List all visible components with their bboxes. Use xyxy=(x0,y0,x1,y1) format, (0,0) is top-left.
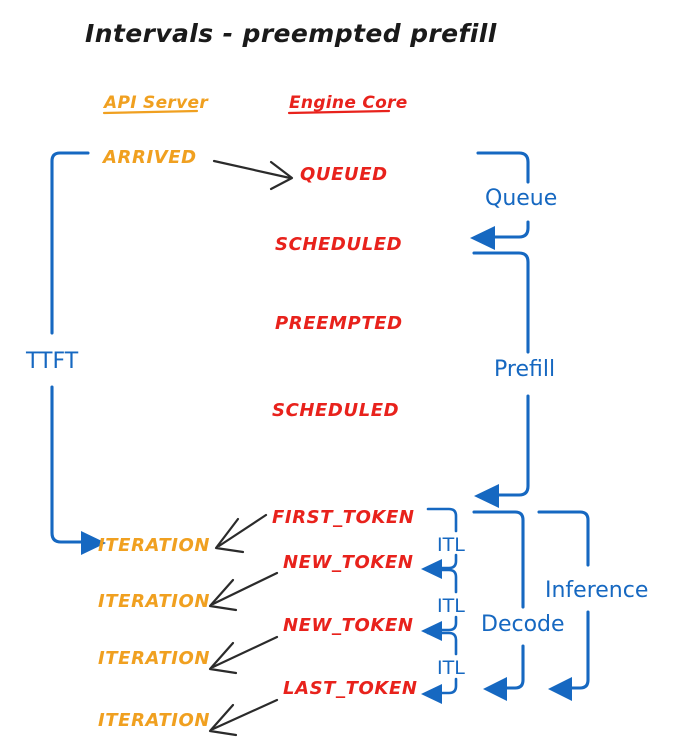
inference-arrow-head xyxy=(548,677,572,701)
event-scheduled-2: SCHEDULED xyxy=(272,400,399,421)
decode-arrow-head xyxy=(483,677,507,701)
event-queued: QUEUED xyxy=(300,164,388,185)
arrow-arrived-to-queued xyxy=(212,159,294,191)
arrow-first-token-to-iteration xyxy=(214,513,268,554)
ttft-arrow-head xyxy=(81,531,106,555)
bracket-ttft xyxy=(50,151,106,555)
event-iteration-2: ITERATION xyxy=(98,591,210,612)
bracket-inference xyxy=(537,510,590,701)
event-new-token-2: NEW_TOKEN xyxy=(283,615,414,636)
event-last-token: LAST_TOKEN xyxy=(283,678,418,699)
itl-2-arrow-head xyxy=(421,621,442,641)
bracket-itl-2 xyxy=(421,568,458,641)
arrow-new-token-2-to-iteration xyxy=(208,635,279,675)
page-title: Intervals - preempted prefill xyxy=(85,19,497,48)
prefill-arrow-head xyxy=(474,484,499,508)
interval-label-itl-2: ITL xyxy=(437,595,465,617)
interval-label-inference: Inference xyxy=(545,578,648,603)
engine-core-underline xyxy=(287,109,391,115)
interval-label-queue: Queue xyxy=(485,186,557,211)
interval-label-ttft: TTFT xyxy=(25,349,79,374)
bracket-prefill xyxy=(472,251,530,508)
event-scheduled-1: SCHEDULED xyxy=(275,234,402,255)
queue-arrow-head xyxy=(470,226,495,250)
arrow-new-token-1-to-iteration xyxy=(208,571,279,612)
arrow-last-token-to-iteration xyxy=(208,698,279,737)
bracket-itl-3 xyxy=(421,631,458,704)
interval-label-decode: Decode xyxy=(481,612,565,637)
event-arrived: ARRIVED xyxy=(101,147,197,168)
interval-label-itl-3: ITL xyxy=(437,657,465,679)
bracket-queue xyxy=(470,151,530,250)
event-new-token-1: NEW_TOKEN xyxy=(283,552,414,573)
column-header-engine-core: Engine Core xyxy=(289,93,408,113)
itl-3-arrow-head xyxy=(421,684,442,704)
event-first-token: FIRST_TOKEN xyxy=(272,507,415,528)
event-iteration-4: ITERATION xyxy=(98,710,210,731)
api-server-underline xyxy=(102,109,199,115)
event-iteration-1: ITERATION xyxy=(98,535,210,556)
interval-label-prefill: Prefill xyxy=(494,357,555,382)
event-iteration-3: ITERATION xyxy=(98,648,210,669)
column-header-api-server: API Server xyxy=(102,93,209,113)
bracket-decode xyxy=(472,510,525,701)
interval-label-itl-1: ITL xyxy=(437,534,465,556)
event-preempted: PREEMPTED xyxy=(275,313,403,334)
